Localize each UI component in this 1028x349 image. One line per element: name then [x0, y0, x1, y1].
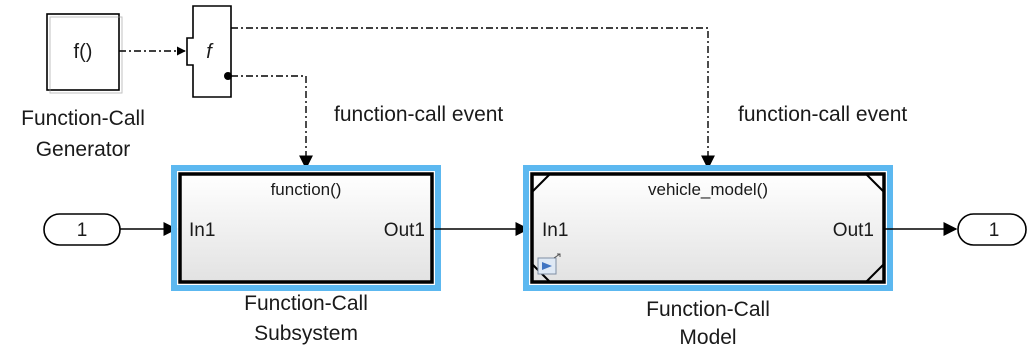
function-call-generator-block[interactable]: f() — [46, 13, 123, 94]
function-call-subsystem-block[interactable]: function() In1 Out1 — [171, 165, 441, 291]
split-to-subsystem-event-line — [231, 75, 313, 170]
subsystem-out-port: Out1 — [384, 220, 425, 241]
split-symbol: f — [206, 41, 214, 63]
function-call-model-block[interactable]: vehicle_model() In1 Out1 — [523, 165, 893, 291]
model-in-port: In1 — [542, 220, 568, 241]
function-call-split-block[interactable]: f — [186, 5, 232, 98]
model-label-line1: Function-Call — [646, 298, 770, 321]
event-annotation-left: function-call event — [334, 103, 503, 126]
split-output-dot — [224, 72, 232, 80]
model-label-line2: Model — [679, 326, 736, 349]
model-reference-icon[interactable] — [537, 253, 561, 275]
model-out-port: Out1 — [833, 220, 874, 241]
outport-block[interactable]: 1 — [957, 213, 1027, 246]
subsystem-label-line1: Function-Call — [244, 292, 368, 315]
model-title: vehicle_model() — [648, 180, 768, 199]
subsystem-label-line2: Subsystem — [254, 322, 358, 345]
split-to-model-event-line — [231, 27, 715, 170]
outport-number: 1 — [989, 220, 1000, 241]
inport-number: 1 — [77, 220, 88, 241]
subsystem-title: function() — [271, 180, 342, 199]
generator-label-line1: Function-Call — [21, 107, 145, 130]
inport-block[interactable]: 1 — [43, 213, 121, 246]
subsystem-in-port: In1 — [189, 220, 215, 241]
generator-label-line2: Generator — [36, 138, 131, 161]
generator-symbol: f() — [74, 41, 93, 63]
event-annotation-right: function-call event — [738, 103, 907, 126]
